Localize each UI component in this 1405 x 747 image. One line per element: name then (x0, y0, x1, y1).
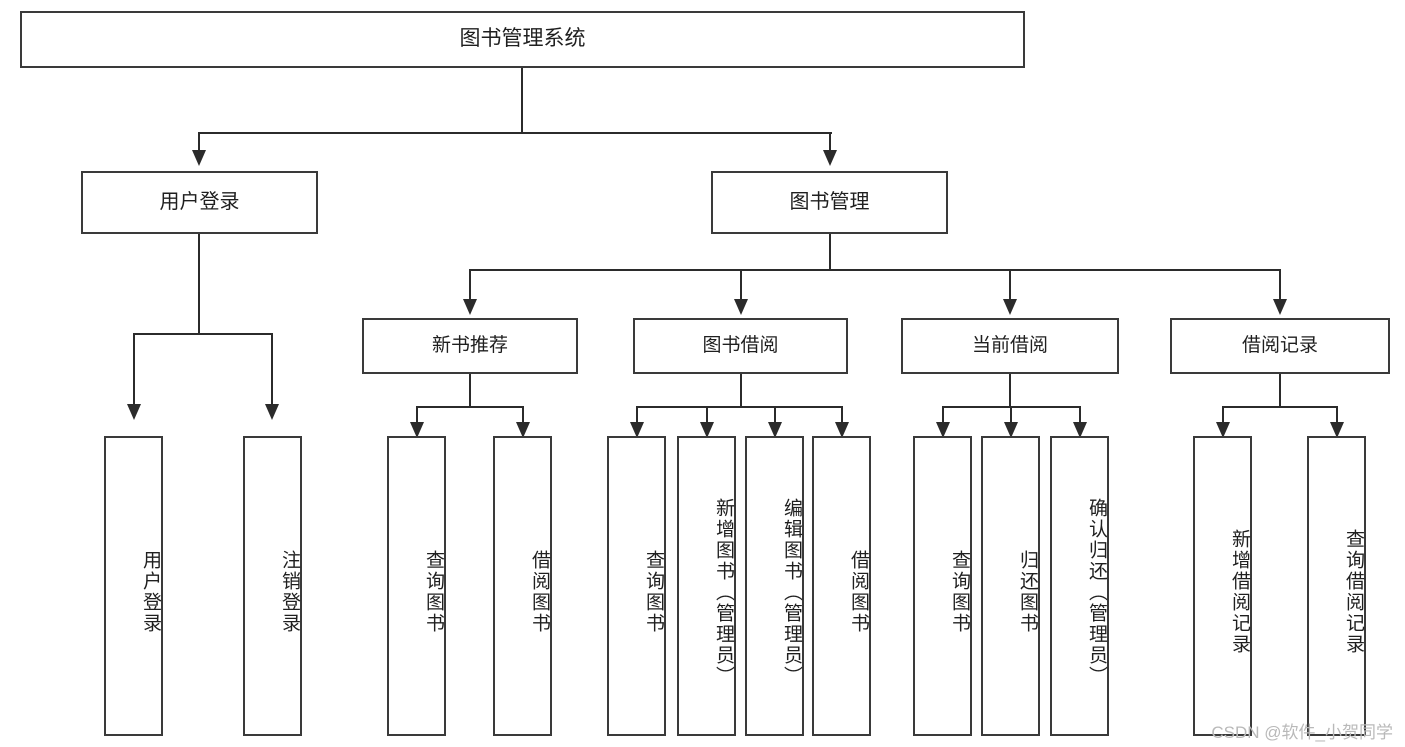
node-label: 当前借阅 (971, 334, 1048, 356)
leaf-logout[interactable]: 注销登录 (243, 436, 302, 736)
node-label: 查询图书 (643, 550, 664, 634)
leaf-query-book-borrow[interactable]: 查询图书 (607, 436, 666, 736)
arrowhead-cb-child-2 (1004, 422, 1018, 438)
edge-current-borrow-stem (1009, 374, 1011, 407)
leaf-add-book-admin[interactable]: 新增图书（管理员） (677, 436, 736, 736)
edge-to-leaf-user-login (133, 333, 135, 406)
node-label: 查询借阅记录 (1343, 529, 1364, 655)
node-label: 查询图书 (423, 550, 444, 634)
edge-book-borrow-bus (636, 406, 843, 408)
edge-br-child-2 (1336, 406, 1338, 424)
leaf-user-login[interactable]: 用户登录 (104, 436, 163, 736)
edge-to-borrow-record (1279, 269, 1281, 301)
edge-level3-bus (469, 269, 1281, 271)
leaf-query-book-new[interactable]: 查询图书 (387, 436, 446, 736)
node-label: 新增图书（管理员） (713, 497, 734, 687)
arrowhead-new-book (463, 299, 477, 315)
edge-cb-child-2 (1010, 406, 1012, 424)
leaf-confirm-return-admin[interactable]: 确认归还（管理员） (1050, 436, 1109, 736)
edge-book-manage-stem (829, 234, 831, 270)
node-borrow-record[interactable]: 借阅记录 (1170, 318, 1390, 374)
arrowhead-br-child-1 (1216, 422, 1230, 438)
edge-nb-child-2 (522, 406, 524, 424)
edge-cb-child-3 (1079, 406, 1081, 424)
node-label: 确认归还（管理员） (1086, 497, 1107, 687)
arrowhead-bb-child-4 (835, 422, 849, 438)
arrowhead-nb-child-1 (410, 422, 424, 438)
node-label: 新增借阅记录 (1229, 529, 1250, 655)
node-label: 注销登录 (279, 550, 300, 634)
node-new-book-recommend[interactable]: 新书推荐 (362, 318, 578, 374)
leaf-borrow-book-new[interactable]: 借阅图书 (493, 436, 552, 736)
arrowhead-bb-child-2 (700, 422, 714, 438)
edge-to-user-login (198, 132, 200, 152)
node-label: 用户登录 (140, 550, 161, 634)
arrowhead-borrow-record (1273, 299, 1287, 315)
edge-cb-child-1 (942, 406, 944, 424)
edge-user-login-stem (198, 234, 200, 334)
arrowhead-br-child-2 (1330, 422, 1344, 438)
node-label: 图书管理 (789, 190, 870, 213)
node-root-system[interactable]: 图书管理系统 (20, 11, 1025, 68)
node-label: 用户登录 (159, 190, 240, 213)
arrowhead-book-borrow (734, 299, 748, 315)
edge-borrow-record-stem (1279, 374, 1281, 407)
edge-bb-child-3 (774, 406, 776, 424)
edge-to-current-borrow (1009, 269, 1011, 301)
edge-root-stem (521, 68, 523, 133)
node-label: 新书推荐 (431, 334, 508, 356)
node-label: 查询图书 (949, 550, 970, 634)
leaf-query-borrow-record[interactable]: 查询借阅记录 (1307, 436, 1366, 736)
edge-to-book-borrow (740, 269, 742, 301)
edge-to-leaf-logout (271, 333, 273, 406)
node-user-login[interactable]: 用户登录 (81, 171, 318, 234)
edge-user-login-bus (133, 333, 272, 335)
arrowhead-book-manage (823, 150, 837, 166)
arrowhead-current-borrow (1003, 299, 1017, 315)
edge-bb-child-2 (706, 406, 708, 424)
edge-book-borrow-stem (740, 374, 742, 407)
edge-br-child-1 (1222, 406, 1224, 424)
node-label: 图书借阅 (702, 334, 779, 356)
arrowhead-cb-child-1 (936, 422, 950, 438)
edge-new-book-stem (469, 374, 471, 407)
arrowhead-bb-child-1 (630, 422, 644, 438)
arrowhead-nb-child-2 (516, 422, 530, 438)
leaf-return-book[interactable]: 归还图书 (981, 436, 1040, 736)
arrowhead-leaf-user-login (127, 404, 141, 420)
arrowhead-user-login (192, 150, 206, 166)
node-label: 借阅图书 (529, 550, 550, 634)
edge-borrow-record-bus (1222, 406, 1337, 408)
leaf-edit-book-admin[interactable]: 编辑图书（管理员） (745, 436, 804, 736)
edge-new-book-bus (416, 406, 523, 408)
edge-to-book-manage (829, 132, 831, 152)
node-book-manage[interactable]: 图书管理 (711, 171, 948, 234)
node-label: 借阅记录 (1241, 334, 1318, 356)
arrowhead-cb-child-3 (1073, 422, 1087, 438)
node-current-borrow[interactable]: 当前借阅 (901, 318, 1119, 374)
node-label: 借阅图书 (848, 550, 869, 634)
node-book-borrow[interactable]: 图书借阅 (633, 318, 848, 374)
leaf-add-borrow-record[interactable]: 新增借阅记录 (1193, 436, 1252, 736)
edge-bb-child-4 (841, 406, 843, 424)
arrowhead-leaf-logout (265, 404, 279, 420)
leaf-borrow-book[interactable]: 借阅图书 (812, 436, 871, 736)
edge-to-new-book (469, 269, 471, 301)
node-label: 编辑图书（管理员） (781, 497, 802, 687)
edge-level2-bus (198, 132, 832, 134)
node-label: 归还图书 (1017, 550, 1038, 634)
leaf-query-book-current[interactable]: 查询图书 (913, 436, 972, 736)
arrowhead-bb-child-3 (768, 422, 782, 438)
node-label: 图书管理系统 (459, 27, 586, 51)
edge-bb-child-1 (636, 406, 638, 424)
edge-nb-child-1 (416, 406, 418, 424)
